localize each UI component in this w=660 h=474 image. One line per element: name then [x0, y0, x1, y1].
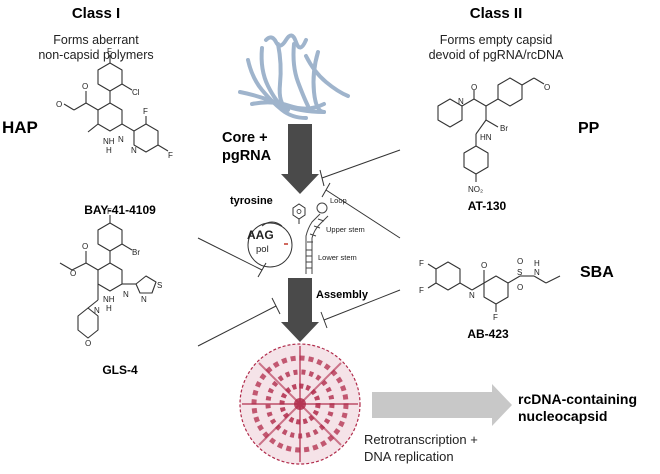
atom-h: H — [106, 146, 112, 155]
atom-f: F — [107, 207, 112, 216]
atom-f: F — [493, 313, 498, 322]
output-arrow — [372, 384, 512, 426]
atom-n: N — [534, 268, 540, 277]
process-label-line1: Retrotranscription + — [364, 432, 478, 447]
inhibition-pp1 — [319, 149, 401, 187]
atom-o: O — [82, 242, 88, 251]
atom-o: O — [544, 83, 550, 92]
nucleocapsid-image — [239, 343, 361, 465]
class2-desc-line1: Forms empty capsid — [440, 33, 553, 47]
aag-label: AAG — [247, 228, 274, 242]
atom-o: O — [85, 339, 91, 348]
atom-n: N — [118, 135, 124, 144]
atom-n: N — [458, 97, 464, 106]
atom-cl: Cl — [132, 88, 140, 97]
atom-no2: NO₂ — [468, 185, 483, 194]
core-to-pol-arrow — [281, 124, 319, 194]
loop-label: Loop — [330, 196, 347, 205]
compound-ab-423: AB-423 — [467, 327, 509, 341]
atom-n: N — [94, 306, 100, 315]
atom-f: F — [107, 47, 112, 56]
hap-label: HAP — [2, 118, 38, 137]
lower-stem-label: Lower stem — [318, 253, 357, 262]
pp-label: PP — [578, 120, 600, 137]
atom-f: F — [419, 286, 424, 295]
core-protein-dimer-image — [238, 33, 350, 120]
atom-n: N — [123, 290, 129, 299]
atom-hn: HN — [480, 133, 492, 142]
sba-label: SBA — [580, 264, 614, 281]
atom-o: O — [517, 283, 523, 292]
product-label-line1: rcDNA-containing — [518, 391, 637, 407]
atom-br: Br — [132, 248, 140, 257]
atom-n: N — [469, 291, 475, 300]
structure-bay-41-4109 — [63, 55, 169, 153]
atom-nh: NH — [103, 295, 115, 304]
atom-f: F — [143, 107, 148, 116]
pol-label: pol — [256, 244, 269, 255]
inhibition-hap1 — [197, 237, 267, 278]
structure-ab-423 — [427, 261, 561, 312]
atom-o: O — [82, 82, 88, 91]
atom-h: H — [106, 304, 112, 313]
atom-br: Br — [500, 124, 508, 133]
atom-s: S — [157, 281, 162, 290]
primer-arrow-icon — [261, 221, 283, 227]
atom-h: H — [534, 259, 540, 268]
atom-o: O — [471, 83, 477, 92]
class1-desc-line1: Forms aberrant — [53, 33, 139, 47]
product-label-line2: nucleocapsid — [518, 408, 607, 424]
class1-desc-line2: non-capsid polymers — [38, 48, 153, 62]
process-label-line2: DNA replication — [364, 449, 454, 464]
class2-desc-line2: devoid of pgRNA/rcDNA — [429, 48, 564, 62]
inhibition-sba — [320, 289, 401, 329]
polymerase-circle — [247, 222, 293, 268]
atom-f: F — [168, 151, 173, 160]
compound-gls-4: GLS-4 — [102, 363, 138, 377]
atom-o: O — [481, 261, 487, 270]
compound-at-130: AT-130 — [468, 199, 507, 213]
inhibition-hap2 — [197, 297, 281, 347]
epsilon-stem-loop-icon — [305, 202, 329, 274]
core-label-line1: Core + — [222, 130, 268, 146]
atom-nh: NH — [103, 137, 115, 146]
class2-title: Class II — [470, 5, 523, 22]
atom-n: N — [141, 295, 147, 304]
tyrosine-label: tyrosine — [230, 195, 273, 207]
inhibition-pp2 — [321, 182, 401, 239]
atom-f: F — [419, 259, 424, 268]
atom-o: O — [56, 100, 62, 109]
assembly-label: Assembly — [316, 289, 369, 301]
atom-s: S — [517, 268, 522, 277]
compound-bay-41-4109: BAY-41-4109 — [84, 203, 156, 217]
class1-title: Class I — [72, 5, 120, 22]
structure-at-130 — [437, 77, 545, 182]
atom-o: O — [70, 269, 76, 278]
core-label-line2: pgRNA — [222, 148, 272, 164]
atom-o: O — [517, 257, 523, 266]
structure-gls-4 — [59, 215, 157, 339]
upper-stem-label: Upper stem — [326, 225, 365, 234]
tyrosine-icon — [292, 203, 306, 224]
atom-n: N — [131, 146, 137, 155]
assembly-arrow — [281, 278, 319, 342]
